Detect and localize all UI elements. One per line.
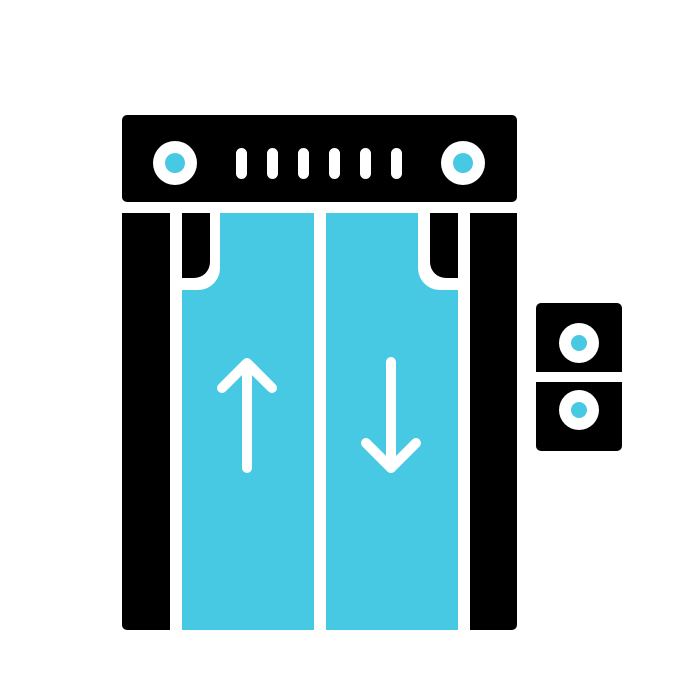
floor-indicator-slots (236, 148, 402, 179)
header-panel (122, 115, 517, 202)
elevator-header (122, 115, 517, 202)
call-down-button[interactable] (559, 390, 599, 430)
down-arrow-icon (361, 357, 421, 473)
call-up-button[interactable] (559, 323, 599, 363)
up-arrow-icon (217, 358, 277, 473)
left-pillar (122, 213, 170, 630)
door-frame-corner (182, 213, 210, 278)
door-frame-corner (430, 213, 458, 278)
call-button-panel (536, 303, 622, 451)
header-light-left (153, 141, 197, 185)
header-light-right (441, 141, 485, 185)
right-pillar (470, 213, 517, 630)
